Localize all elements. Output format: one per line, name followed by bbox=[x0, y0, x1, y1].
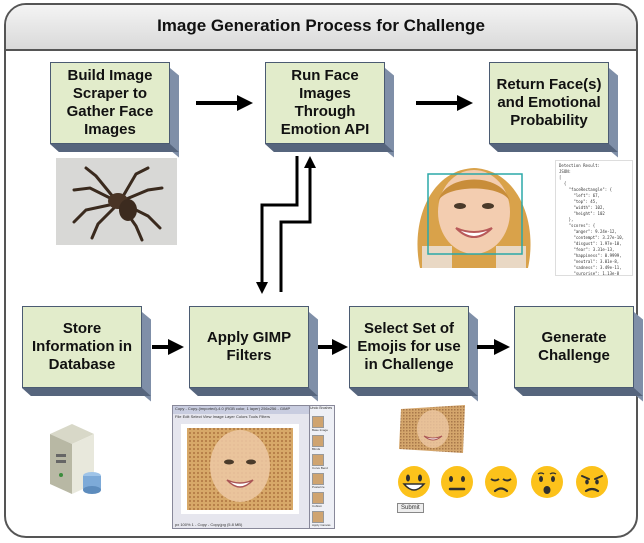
grinning-emoji-icon[interactable] bbox=[397, 465, 431, 499]
arrow-apply-up-to-run bbox=[279, 156, 316, 292]
step-return-faces: Return Face(s) and Emotional Probability bbox=[489, 62, 618, 158]
step-label: Build Image Scraper to Gather Face Image… bbox=[50, 62, 170, 144]
database-server-icon bbox=[42, 420, 108, 496]
neutral-emoji-icon[interactable] bbox=[440, 465, 474, 499]
gimp-panel-item[interactable]: Posterize bbox=[312, 485, 325, 489]
gimp-panel-item[interactable]: Curve Bend bbox=[312, 466, 328, 470]
step-label: Select Set of Emojis for use in Challeng… bbox=[349, 306, 469, 388]
gimp-title: Copy - Copy-(imported)-4.0 (RGB color, 1… bbox=[173, 406, 309, 414]
step-label: Store Information in Database bbox=[22, 306, 142, 388]
step-label: Generate Challenge bbox=[514, 306, 634, 388]
step-label: Apply GIMP Filters bbox=[189, 306, 309, 388]
json-result-text: Detection Result: JSON: [ { "faceRectang… bbox=[559, 163, 625, 276]
spider-image bbox=[56, 158, 177, 245]
step-apply-gimp: Apply GIMP Filters bbox=[189, 306, 318, 402]
surprised-emoji-icon[interactable] bbox=[530, 465, 564, 499]
disappointed-emoji-icon[interactable] bbox=[484, 465, 518, 499]
step-run-emotion-api: Run Face Images Through Emotion API bbox=[265, 62, 394, 158]
angry-emoji-icon[interactable] bbox=[575, 465, 609, 499]
step-build-scraper: Build Image Scraper to Gather Face Image… bbox=[50, 62, 179, 158]
gimp-canvas bbox=[181, 424, 299, 514]
step-generate-challenge: Generate Challenge bbox=[514, 306, 643, 402]
step-select-emojis: Select Set of Emojis for use in Challeng… bbox=[349, 306, 478, 402]
face-photo bbox=[400, 162, 548, 268]
gimp-menubar: File Edit Select View Image Layer Colors… bbox=[175, 414, 270, 419]
gimp-panel-title: Undo Brushes bbox=[310, 406, 333, 410]
step-label: Return Face(s) and Emotional Probability bbox=[489, 62, 609, 144]
step-store-database: Store Information in Database bbox=[22, 306, 151, 402]
filtered-challenge-image bbox=[397, 403, 469, 457]
gimp-panel-item[interactable]: Base Image bbox=[312, 428, 329, 432]
title-bar: Image Generation Process for Challenge bbox=[6, 5, 636, 51]
json-result-panel: Detection Result: JSON: [ { "faceRectang… bbox=[555, 160, 633, 276]
gimp-panel-item[interactable]: Apply Canvas bbox=[312, 523, 331, 527]
gimp-panel-item[interactable]: Blinds bbox=[312, 447, 321, 451]
submit-button[interactable]: Submit bbox=[397, 503, 424, 513]
diagram-title: Image Generation Process for Challenge bbox=[157, 16, 485, 35]
gimp-status-bar: px 100% 1 - Copy - Copy.jpg (5.8 MB) bbox=[175, 522, 243, 527]
gimp-panel-item[interactable]: Cubism bbox=[312, 504, 323, 508]
step-label: Run Face Images Through Emotion API bbox=[265, 62, 385, 144]
gimp-window: Copy - Copy-(imported)-4.0 (RGB color, 1… bbox=[172, 405, 310, 529]
gimp-undo-panel: Undo Brushes Base Image Blinds Curve Ben… bbox=[309, 405, 335, 529]
arrow-run-down-to-apply bbox=[256, 156, 299, 294]
